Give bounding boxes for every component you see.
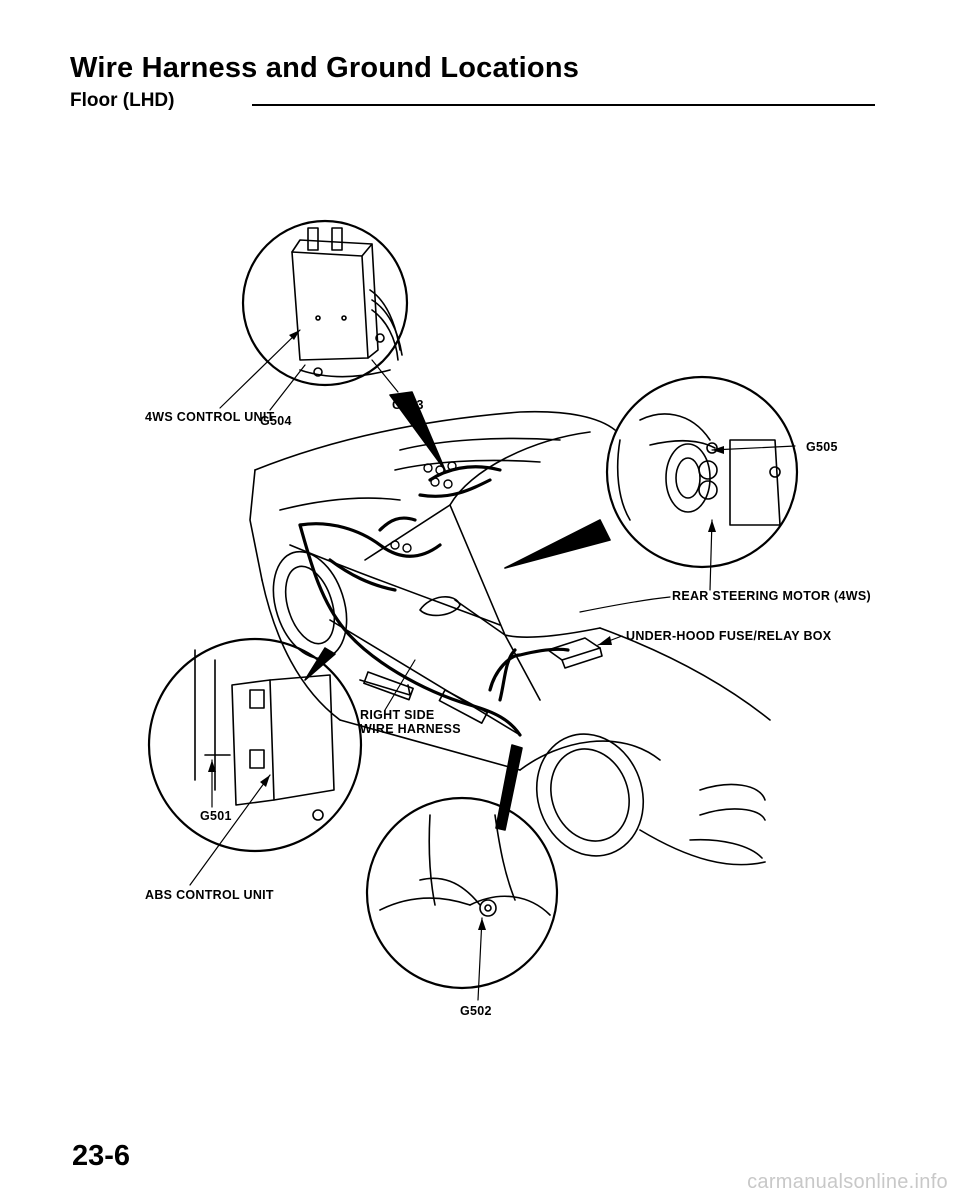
label-rear-steering-motor: REAR STEERING MOTOR (4WS)	[672, 589, 871, 603]
label-abs-control-unit: ABS CONTROL UNIT	[145, 888, 274, 902]
callout-abs-control-unit	[147, 637, 363, 853]
watermark: carmanualsonline.info	[747, 1171, 948, 1193]
label-g504: G504	[260, 414, 292, 428]
page-number: 23-6	[72, 1140, 131, 1172]
leader-wedge-g503	[389, 391, 446, 471]
callout-g502	[365, 796, 559, 990]
label-4ws-control-unit: 4WS CONTROL UNIT	[145, 410, 275, 424]
leader-wedge-g501	[304, 647, 336, 681]
harness-wires	[298, 465, 570, 737]
callout-4ws-control-unit	[241, 219, 409, 387]
label-g505: G505	[806, 440, 838, 454]
label-g503: G503	[392, 398, 424, 412]
underhood-box-drawing	[547, 637, 603, 669]
car-body	[249, 410, 771, 866]
label-g502: G502	[460, 1004, 492, 1018]
title-rule	[252, 104, 875, 106]
arrowheads	[208, 330, 724, 930]
leader-wedge-g502	[495, 744, 523, 831]
page-title: Wire Harness and Ground Locations	[70, 52, 580, 84]
label-right-side-harness-line2: WIRE HARNESS	[360, 722, 461, 736]
callout-rear-steering-motor	[605, 375, 799, 569]
label-right-side-harness-line1: RIGHT SIDE	[360, 708, 435, 722]
harness-connectors	[390, 461, 457, 553]
label-underhood-fuse-relay-box: UNDER-HOOD FUSE/RELAY BOX	[626, 629, 832, 643]
page-subtitle: Floor (LHD)	[70, 90, 175, 111]
leader-wedge-g505	[504, 519, 611, 569]
label-g501: G501	[200, 809, 232, 823]
leader-lines	[189, 329, 796, 1001]
